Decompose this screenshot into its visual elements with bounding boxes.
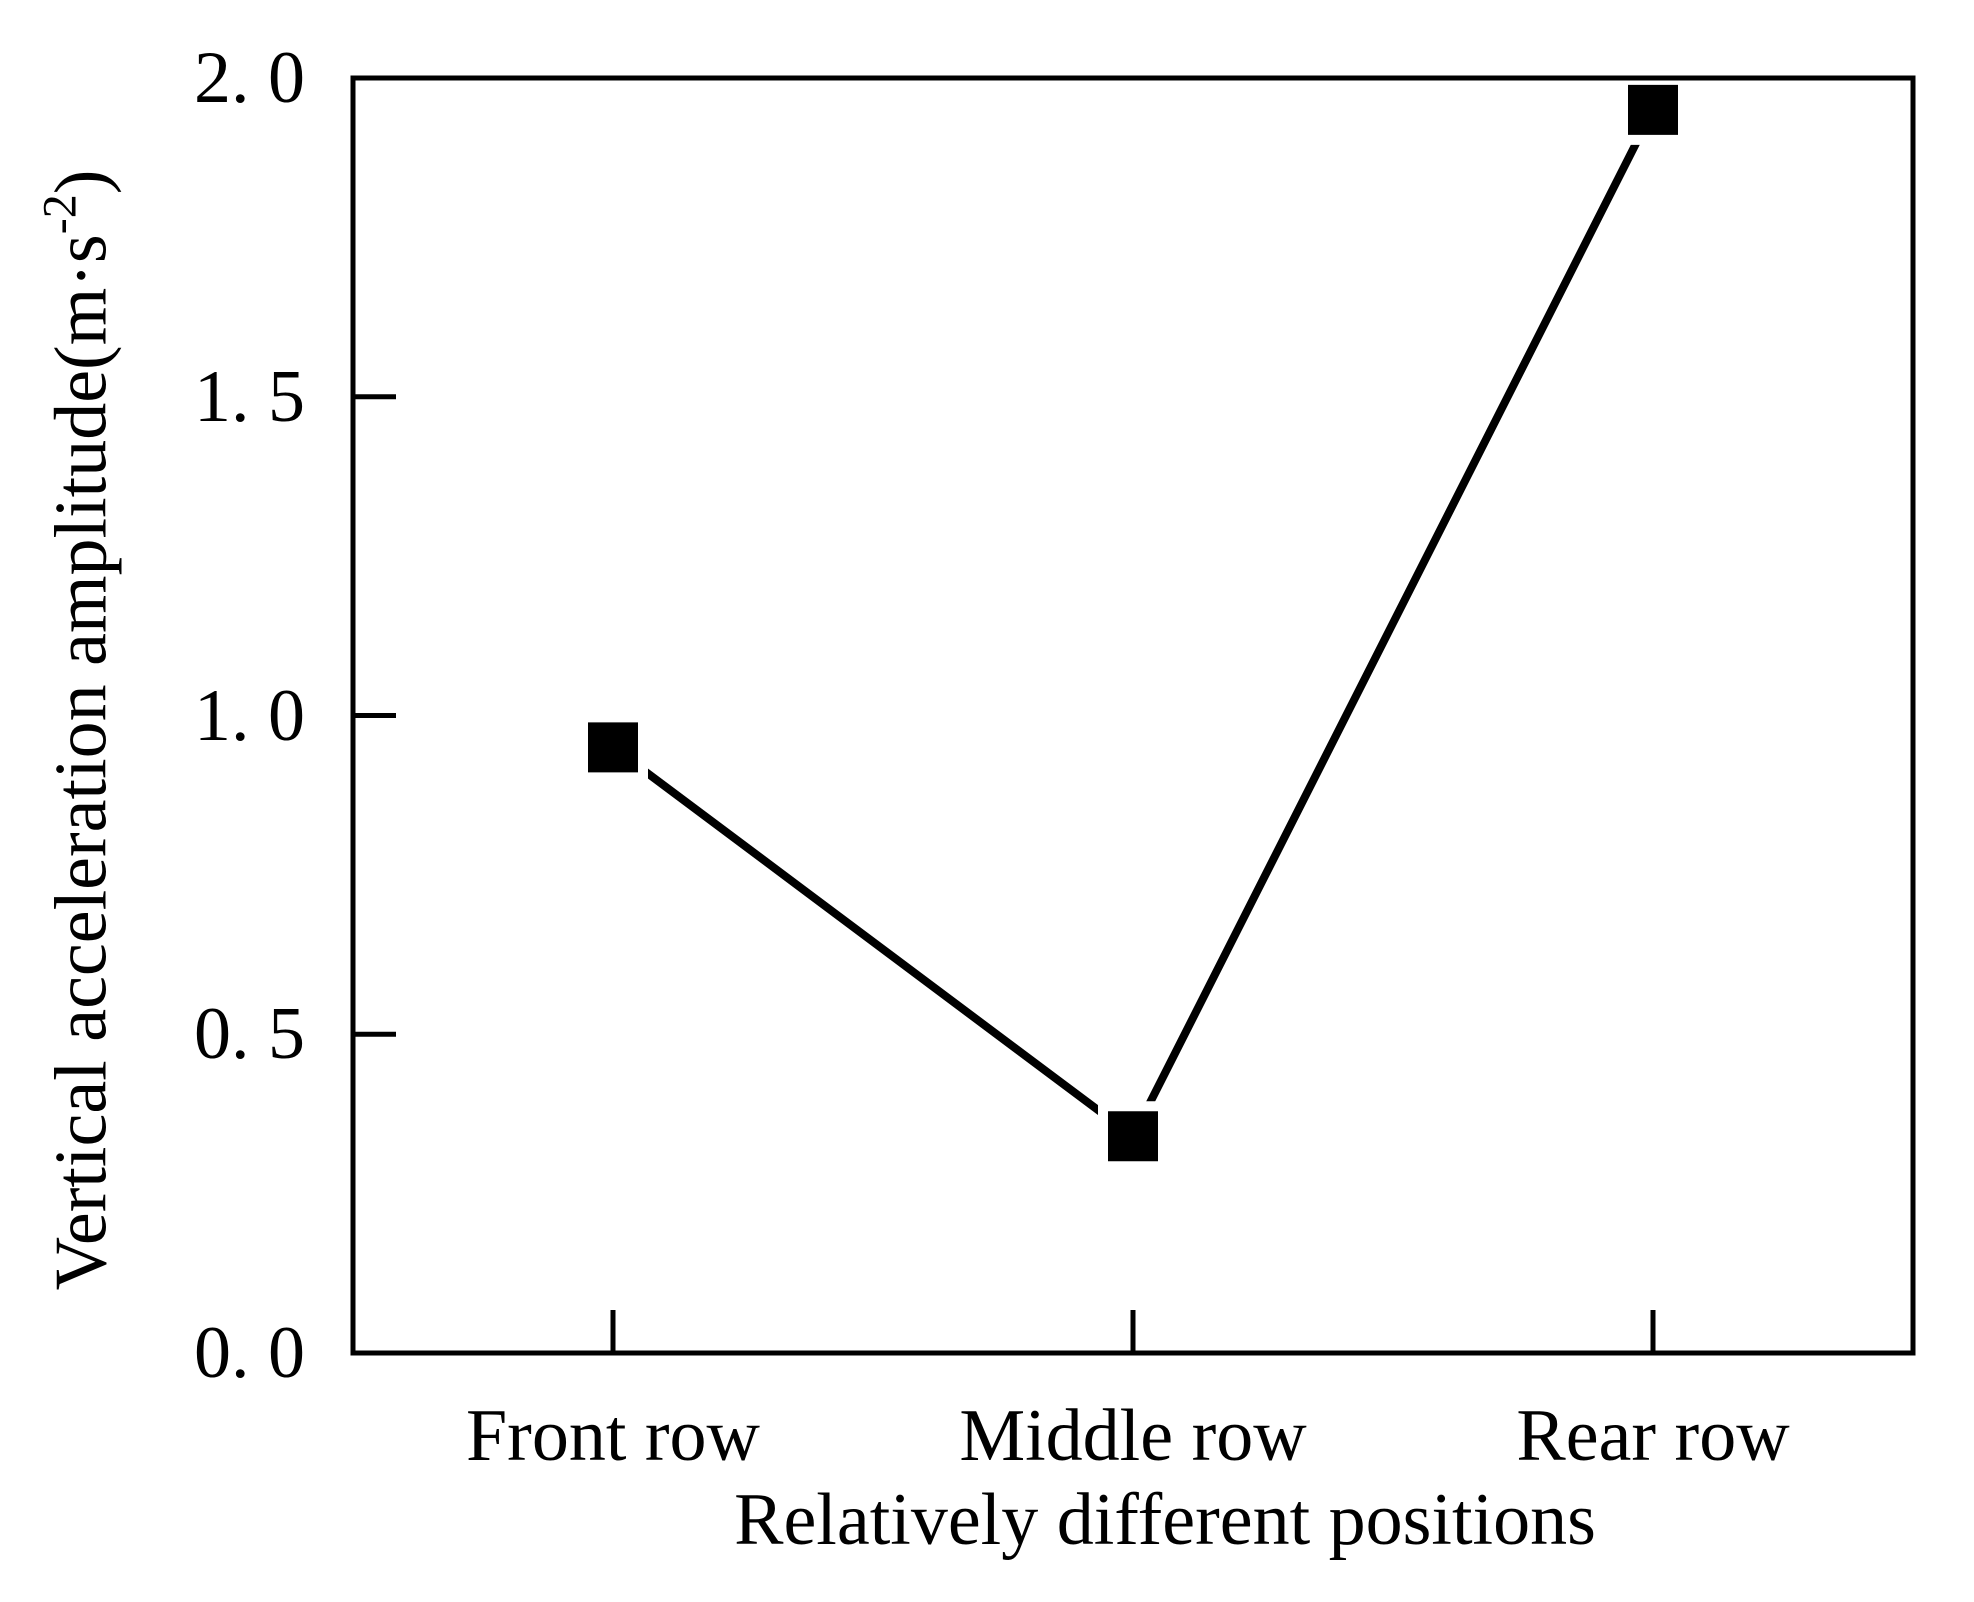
x-tick-label: Rear row xyxy=(1516,1395,1790,1477)
y-tick-label: 0. 0 xyxy=(194,1312,305,1394)
x-tick-label: Middle row xyxy=(959,1395,1307,1477)
y-tick-label: 2. 0 xyxy=(194,37,305,119)
data-point-marker xyxy=(1108,1111,1158,1162)
x-tick-label: Front row xyxy=(466,1395,760,1477)
y-tick-label: 1. 0 xyxy=(194,674,305,757)
y-axis-title: Vertical acceleration amplitude(m·s-2) xyxy=(34,169,131,1291)
data-point-marker xyxy=(588,722,638,773)
x-axis-title: Relatively different positions xyxy=(734,1479,1596,1561)
y-axis-title-text: Vertical acceleration amplitude(m·s xyxy=(40,234,123,1291)
data-line xyxy=(610,108,1657,1143)
y-tick-label: 0. 5 xyxy=(194,993,305,1076)
data-point-marker xyxy=(1628,84,1678,135)
y-axis-title-close-paren: ) xyxy=(40,169,123,195)
y-axis-title-superscript: -2 xyxy=(33,194,87,235)
y-tick-label: 1. 5 xyxy=(194,355,305,438)
